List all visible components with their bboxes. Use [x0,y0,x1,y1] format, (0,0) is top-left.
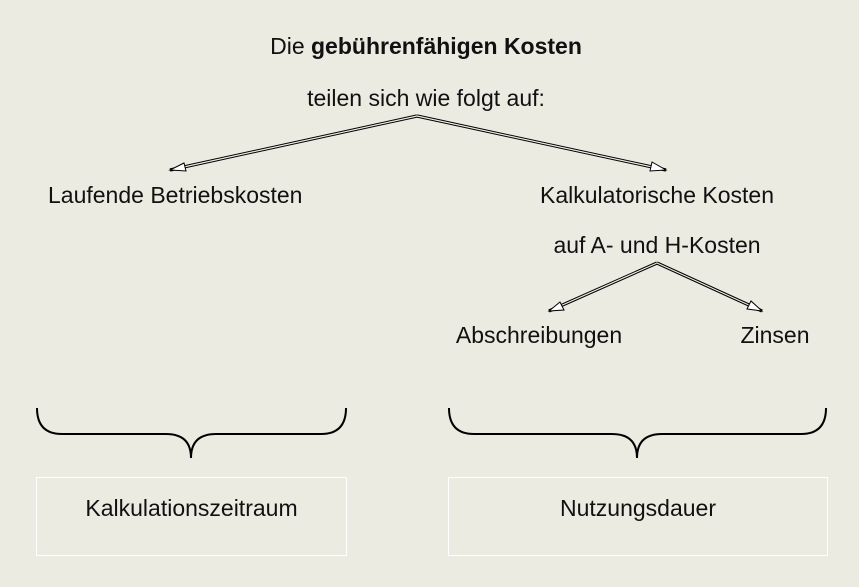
branch-kalkulatorische-kosten-subtitle: auf A- und H-Kosten [553,232,761,258]
sub-branch-abschreibungen: Abschreibungen [455,322,623,348]
arrow-to-abschreibungen [547,261,658,313]
box-nutzungsdauer-label: Nutzungsdauer [560,495,716,521]
box-kalkulationszeitraum: Kalkulationszeitraum [36,477,347,556]
sub-branch-zinsen: Zinsen [740,322,810,348]
box-nutzungsdauer: Nutzungsdauer [448,477,828,556]
branch-kalkulatorische-kosten: Kalkulatorische Kosten [540,182,774,208]
arrow-to-zinsen [656,261,764,313]
right-curly-brace [448,407,827,459]
arrow-to-laufende-betriebskosten [168,114,418,172]
title-prefix: Die [270,33,305,59]
title-line-2: teilen sich wie folgt auf: [307,85,545,111]
branch-laufende-betriebskosten: Laufende Betriebskosten [48,182,303,208]
title-bold: gebührenfähigen Kosten [311,33,582,59]
arrow-to-kalkulatorische-kosten [416,114,668,172]
left-curly-brace [36,407,347,459]
title-line-1: Die gebührenfähigen Kosten [270,35,582,58]
box-kalkulationszeitraum-label: Kalkulationszeitraum [85,495,298,521]
